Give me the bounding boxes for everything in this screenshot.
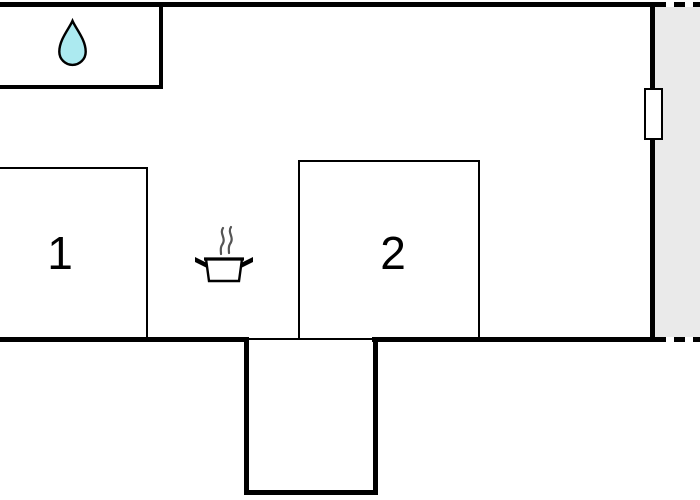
pot-handle-right: [241, 257, 253, 268]
room-1-label: 1: [47, 227, 73, 279]
steam-line-left: [219, 226, 225, 256]
room-1-wall-right: [146, 167, 148, 339]
terrace-dashed-border-bottom: [655, 337, 700, 342]
wet-room-wall-right: [159, 7, 163, 89]
room-2-label: 2: [380, 227, 406, 279]
window-marker: [644, 88, 663, 140]
wet-room-wall-bottom: [0, 85, 163, 89]
pot-body: [204, 257, 244, 283]
room-2-wall-top: [298, 160, 480, 162]
exterior-wall-bottom-right-segment: [372, 337, 655, 342]
steam-line-right: [227, 225, 233, 255]
room-2-wall-right: [478, 160, 480, 339]
exterior-wall-right: [650, 2, 655, 342]
terrace-dashed-border-top: [655, 2, 700, 7]
exterior-wall-top: [0, 2, 655, 7]
entry-opening-line: [248, 338, 374, 340]
cooking-pot-icon: [195, 225, 253, 283]
entry-porch-wall-bottom: [244, 490, 378, 495]
terrace-area: [655, 7, 700, 337]
entry-porch-wall-right: [373, 337, 378, 495]
water-drop-shape: [58, 18, 87, 67]
exterior-wall-bottom-left-segment: [0, 337, 248, 342]
entry-porch-wall-left: [244, 337, 249, 495]
water-drop-icon: [58, 18, 87, 67]
pot-handle-left: [195, 257, 207, 268]
room-1-wall-top: [0, 167, 148, 169]
room-2-wall-left: [298, 160, 300, 339]
